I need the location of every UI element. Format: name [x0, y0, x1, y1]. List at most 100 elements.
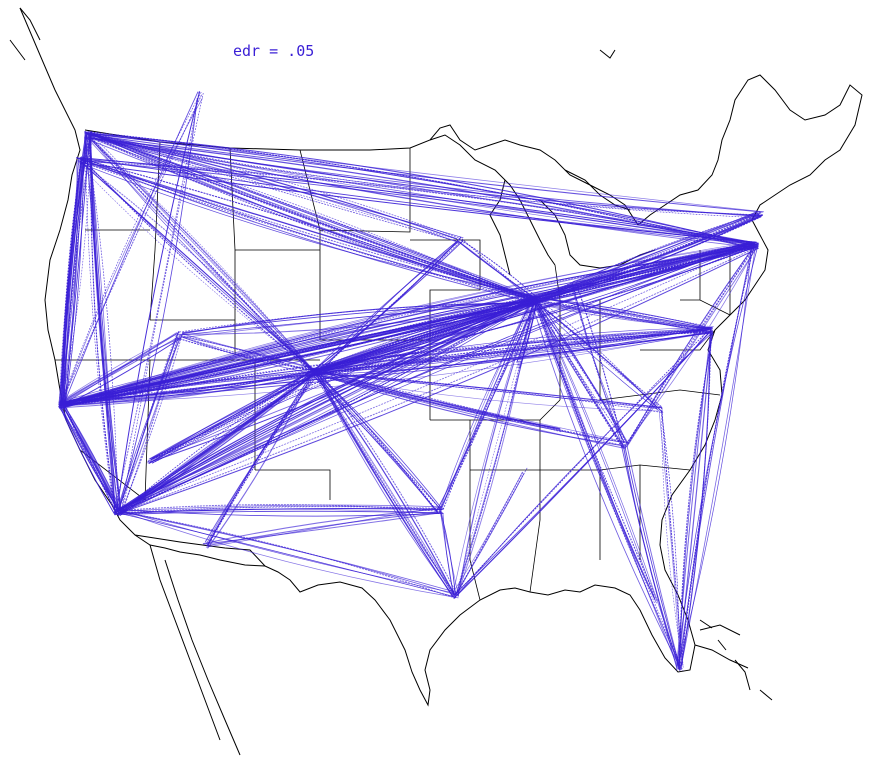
flight-track — [531, 301, 680, 667]
flight-track — [678, 244, 753, 666]
flight-track — [149, 373, 314, 460]
flight-track — [577, 287, 624, 448]
flight-track — [442, 302, 538, 510]
flight-track — [311, 368, 440, 509]
flight-track — [120, 334, 178, 512]
flight-track — [627, 245, 759, 446]
flight-track — [680, 329, 711, 668]
flight-track — [178, 335, 318, 370]
flight-track — [78, 160, 313, 372]
flight-track — [312, 241, 458, 376]
flight-track — [207, 511, 439, 547]
flight-track — [680, 245, 755, 665]
flight-track — [181, 302, 538, 335]
flight-track — [207, 370, 315, 549]
flight-track — [661, 411, 684, 670]
flight-track — [120, 337, 182, 512]
flight-track — [180, 336, 316, 375]
flight-track — [532, 297, 628, 443]
flight-track — [621, 445, 678, 668]
flight-track — [90, 133, 461, 239]
flight-track — [536, 299, 682, 666]
flight-track — [84, 136, 760, 217]
flight-track — [90, 131, 463, 241]
flight-track — [317, 368, 561, 430]
flight-track — [119, 513, 454, 597]
flight-track — [58, 403, 116, 516]
flight-track — [90, 133, 537, 299]
flight-track — [62, 91, 199, 406]
flight-track — [204, 373, 319, 543]
flight-track — [60, 336, 183, 403]
flight-track — [61, 244, 754, 405]
flight-track — [315, 370, 454, 598]
flight-track — [533, 300, 627, 445]
flight-track — [85, 131, 115, 515]
flight-track — [572, 214, 761, 288]
flight-track — [89, 137, 533, 303]
flight-track — [80, 159, 759, 246]
flight-track — [661, 407, 684, 666]
flight-track — [676, 327, 712, 667]
flight-track — [62, 331, 181, 405]
flight-track — [88, 137, 464, 239]
flight-track — [676, 243, 759, 671]
flight-track — [205, 373, 315, 545]
flight-track — [79, 158, 536, 299]
flight-track — [147, 302, 539, 464]
flight-track — [119, 506, 439, 514]
flight-track — [119, 511, 453, 598]
flight-track — [180, 335, 317, 375]
flight-track — [63, 337, 182, 407]
flight-track — [458, 238, 538, 298]
map-boundaries — [9, 7, 863, 756]
flight-track — [88, 132, 764, 213]
flight-track — [63, 160, 78, 408]
flight-track — [88, 134, 763, 213]
flight-track — [677, 329, 713, 670]
flight-track — [439, 300, 533, 512]
flight-track — [316, 243, 460, 375]
flight-track — [62, 162, 83, 407]
canada-border — [84, 124, 639, 226]
flight-track — [623, 243, 758, 449]
flight-track — [58, 91, 202, 408]
flight-track — [577, 215, 763, 289]
flight-track — [534, 296, 711, 330]
map-title: edr = .05 — [233, 42, 315, 60]
flight-track — [86, 133, 535, 300]
flight-track — [80, 157, 314, 370]
flight-track — [60, 94, 202, 404]
flight-track — [63, 131, 90, 406]
flight-track — [117, 97, 198, 512]
us-outline — [19, 7, 863, 707]
flight-track — [115, 246, 755, 511]
flight-track — [85, 137, 758, 219]
flight-track — [115, 247, 756, 515]
flight-track — [117, 508, 439, 514]
flight-track — [537, 303, 622, 448]
flight-track — [312, 372, 657, 409]
flight-track — [119, 241, 753, 515]
flight-track — [316, 370, 438, 512]
flight-track — [60, 97, 203, 406]
flight-track — [457, 240, 536, 304]
flight-track — [572, 287, 627, 448]
flight-track — [85, 132, 762, 217]
flight-track — [114, 247, 759, 516]
flight-track — [61, 283, 573, 405]
flight-track — [88, 137, 314, 370]
flight-track — [626, 244, 756, 445]
flight-track — [680, 242, 755, 671]
flight-track — [626, 247, 754, 446]
flight-track — [314, 369, 456, 599]
flight-track — [205, 506, 443, 548]
flight-track — [440, 511, 456, 595]
flight-track — [679, 332, 714, 671]
flight-track — [312, 372, 457, 598]
flight-track — [624, 445, 680, 666]
flight-track — [116, 333, 183, 512]
mexico-border — [134, 534, 266, 567]
flight-track — [311, 373, 440, 514]
flight-track — [680, 248, 756, 670]
